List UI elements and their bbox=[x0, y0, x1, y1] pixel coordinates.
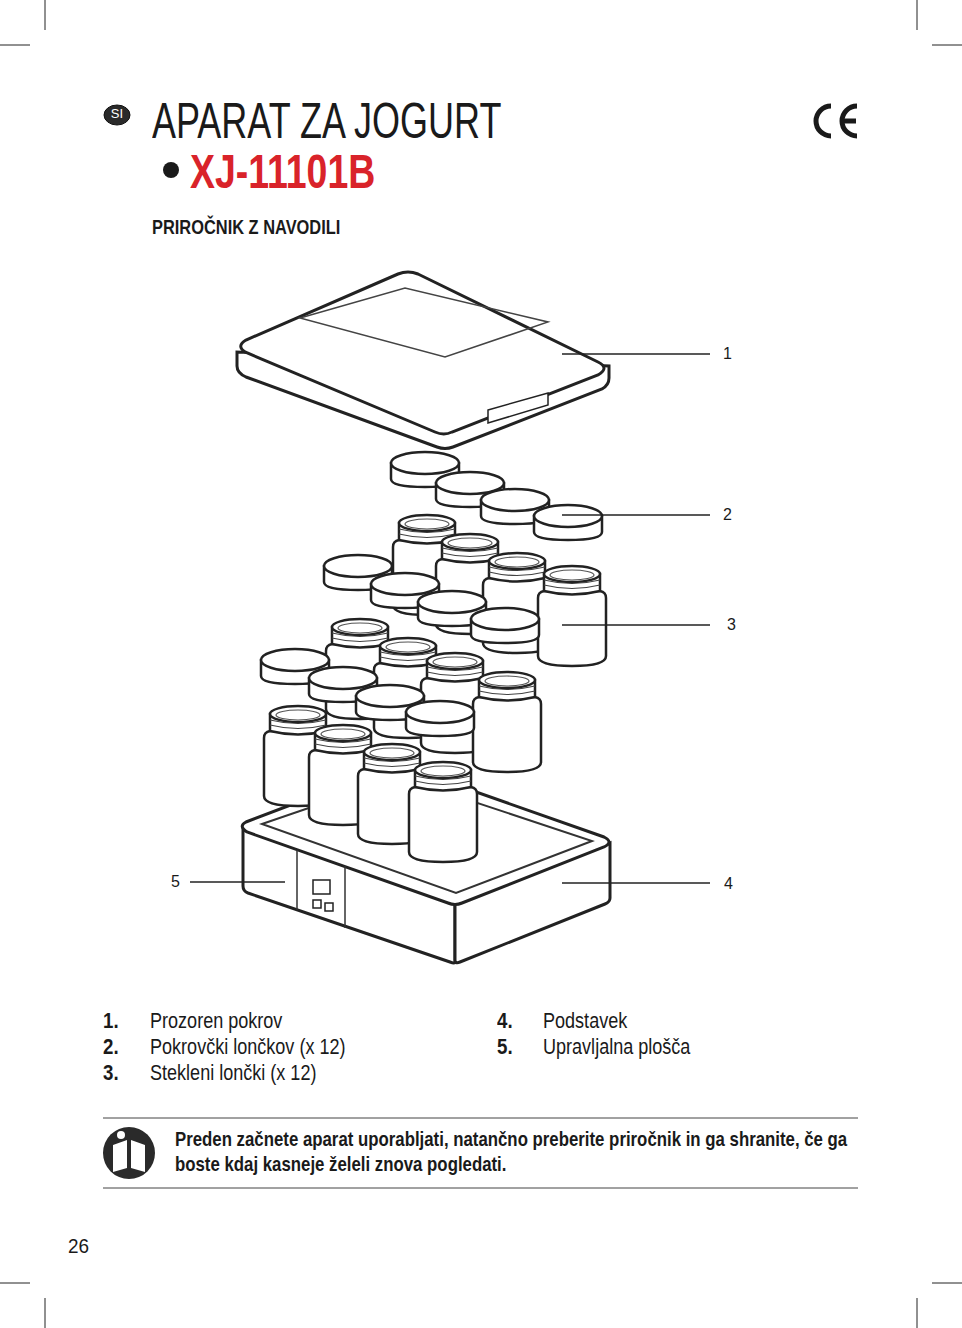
page-number: 26 bbox=[68, 1234, 89, 1258]
callout-number: 4 bbox=[724, 875, 733, 893]
callout-number: 2 bbox=[723, 506, 732, 524]
list-number: 3. bbox=[103, 1060, 119, 1085]
callout-number: 3 bbox=[727, 616, 736, 634]
list-number: 4. bbox=[497, 1008, 513, 1033]
transparent-lid bbox=[237, 272, 609, 449]
part-name: Upravljalna plošča bbox=[543, 1034, 690, 1059]
page-title: APARAT ZA JOGURT bbox=[152, 93, 501, 151]
subtitle: PRIROČNIK Z NAVODILI bbox=[152, 216, 340, 239]
part-name: Stekleni lončki (x 12) bbox=[150, 1060, 316, 1085]
part-name: Podstavek bbox=[543, 1008, 627, 1033]
bullet-dot bbox=[163, 162, 179, 178]
leader-lines bbox=[190, 354, 710, 883]
list-number: 1. bbox=[103, 1008, 119, 1033]
jars-and-caps bbox=[261, 452, 606, 862]
ce-mark bbox=[816, 106, 857, 136]
model-number: XJ-11101B bbox=[190, 144, 375, 199]
list-number: 5. bbox=[497, 1034, 513, 1059]
part-name: Pokrovčki lončkov (x 12) bbox=[150, 1034, 346, 1059]
safety-note: Preden začnete aparat uporabljati, natan… bbox=[175, 1126, 855, 1176]
badge-text: SI bbox=[110, 107, 124, 121]
callout-number: 1 bbox=[723, 345, 732, 363]
note-frame bbox=[103, 1118, 858, 1188]
callout-number: 5 bbox=[171, 873, 180, 891]
language-badge: SI bbox=[103, 104, 131, 126]
list-number: 2. bbox=[103, 1034, 119, 1059]
part-name: Prozoren pokrov bbox=[150, 1008, 282, 1033]
